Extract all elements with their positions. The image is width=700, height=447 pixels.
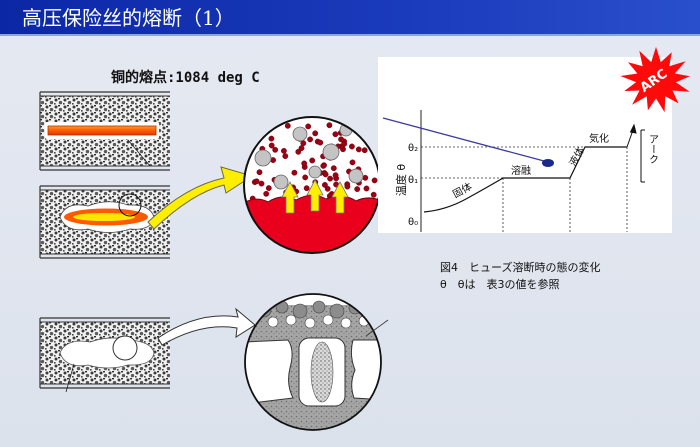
gas-bubble <box>112 335 138 361</box>
void-right <box>350 339 381 401</box>
phase-change-graph: θ₂ θ₁ θ₀ 温度 θ 固体 溶融 液体 気化 アーク <box>378 57 672 233</box>
level-theta0: θ₀ <box>408 217 418 228</box>
molten-droplet <box>300 140 307 147</box>
molten-droplet <box>263 190 270 197</box>
molten-droplet <box>330 165 337 172</box>
molten-droplet <box>341 140 348 147</box>
molten-droplet <box>291 169 298 176</box>
molten-droplet <box>303 185 310 192</box>
phase-label-arc: アーク <box>647 134 658 164</box>
molten-droplet <box>349 159 356 166</box>
stippled-neck <box>310 341 334 403</box>
magnified-view-voids <box>244 293 389 431</box>
transition-arrow-yellow <box>147 166 254 230</box>
title-bar: 高压保险丝的熔断（1） <box>0 0 700 36</box>
molten-droplet <box>363 185 370 192</box>
level-theta1: θ₁ <box>408 175 418 186</box>
molten-droplet <box>282 153 289 160</box>
heat-rise-arrows <box>281 179 349 214</box>
molten-droplet <box>265 185 272 192</box>
fuse-diagram-intact <box>39 91 170 171</box>
molten-droplet <box>326 122 333 129</box>
molten-droplet <box>256 169 263 176</box>
molten-droplet <box>344 183 351 190</box>
magnified-view-melting <box>243 116 381 254</box>
molten-droplet <box>272 146 279 153</box>
transition-arrow-outline <box>157 307 256 346</box>
molten-droplet <box>284 122 291 129</box>
molten-droplet <box>332 131 339 138</box>
void-left <box>245 339 294 405</box>
phase-label-vaporization: 気化 <box>589 132 609 145</box>
molten-droplet <box>253 178 260 185</box>
molten-droplet <box>268 142 275 149</box>
molten-droplet <box>371 177 378 184</box>
molten-droplet <box>370 191 377 198</box>
copper-melting-point: 铜的熔点:1084 deg C <box>111 70 260 86</box>
guide-lines <box>421 146 628 232</box>
pointer-line <box>127 139 151 167</box>
molten-droplet <box>327 175 333 182</box>
void-region <box>59 337 155 369</box>
starburst-shape <box>620 46 690 113</box>
molten-droplet <box>332 172 339 179</box>
molten-droplet <box>312 130 319 137</box>
trend-line <box>382 117 545 162</box>
molten-droplet <box>268 135 275 142</box>
hot-core <box>73 213 135 221</box>
state-marker <box>542 159 554 167</box>
axis-label-temperature: 温度 θ <box>394 164 408 196</box>
fuse-diagram-vaporized <box>39 317 170 393</box>
fuse-element <box>47 125 157 136</box>
molten-droplet <box>354 186 361 193</box>
molten-droplet <box>258 180 265 187</box>
molten-droplet <box>362 174 369 181</box>
graph-panel <box>378 57 672 233</box>
phase-label-melting: 溶融 <box>511 164 531 177</box>
figure-caption: 図4 ヒューズ溶断時の態の変化 <box>440 260 600 274</box>
molten-droplet <box>305 123 312 130</box>
molten-droplet <box>320 162 327 169</box>
molten-droplet <box>280 147 287 154</box>
molten-droplet <box>307 136 313 143</box>
molten-droplet <box>295 148 302 155</box>
molten-droplet <box>361 147 368 154</box>
molten-droplet <box>324 185 331 192</box>
figure-note: θ θは 表3の値を参照 <box>440 277 559 291</box>
molten-droplet <box>309 157 316 164</box>
magnify-marker <box>118 193 142 217</box>
molten-droplet <box>338 136 344 143</box>
molten-droplet <box>355 146 362 153</box>
arc-starburst: ARC <box>620 46 690 113</box>
droplet-field <box>249 122 378 204</box>
molten-droplet <box>321 181 328 188</box>
temperature-curve <box>423 146 627 213</box>
molten-droplet <box>348 143 355 150</box>
molten-droplet <box>301 160 308 167</box>
arc-bracket <box>640 129 645 183</box>
molten-droplet <box>302 174 309 181</box>
molten-droplet <box>322 171 329 178</box>
slide-title: 高压保险丝的熔断（1） <box>22 6 235 30</box>
level-theta2: θ₂ <box>408 143 418 154</box>
molten-droplet <box>317 139 324 146</box>
arc-rise-arrow <box>626 123 637 148</box>
